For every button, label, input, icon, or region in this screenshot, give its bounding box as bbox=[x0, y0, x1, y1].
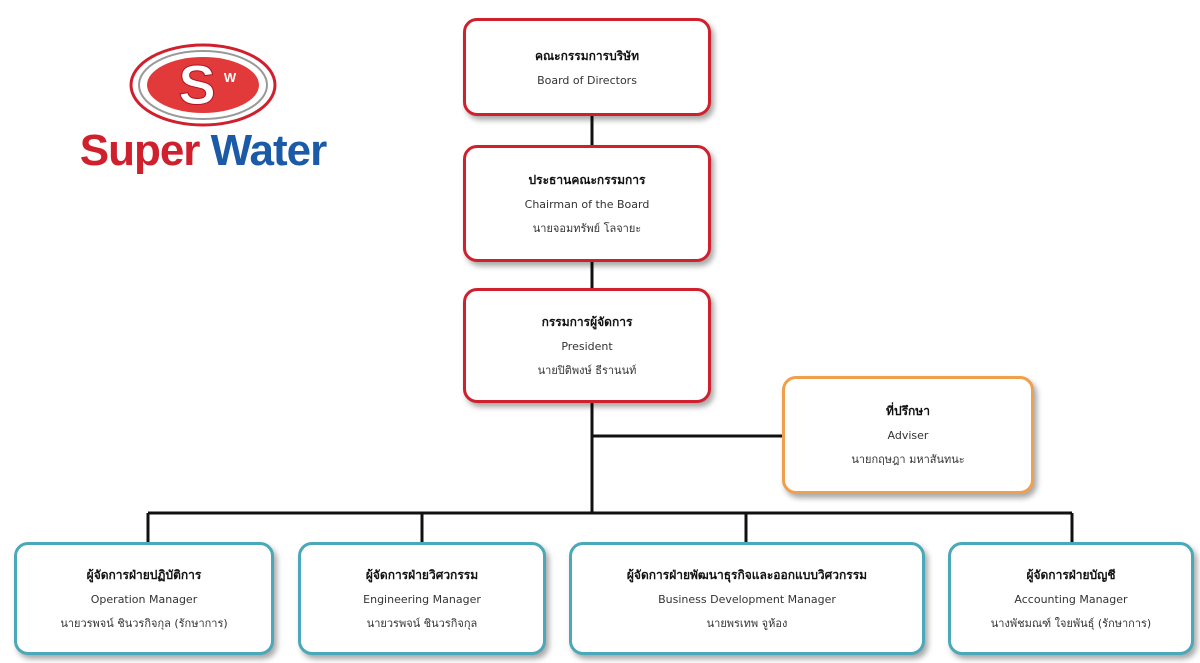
logo-wordmark: Super Water bbox=[78, 126, 328, 176]
manager-title-en: Accounting Manager bbox=[1014, 592, 1128, 606]
president-title-th: กรรมการผู้จัดการ bbox=[541, 314, 633, 329]
adviser-box: ที่ปรึกษา Adviser นายกฤษฎา มหาสันทนะ bbox=[782, 376, 1034, 494]
accounting-manager-box: ผู้จัดการฝ่ายบัญชี Accounting Manager นา… bbox=[948, 542, 1194, 655]
adviser-name: นายกฤษฎา มหาสันทนะ bbox=[851, 453, 965, 466]
adviser-title-th: ที่ปรึกษา bbox=[886, 404, 930, 418]
chairman-title-th: ประธานคณะกรรมการ bbox=[528, 172, 646, 187]
president-box: กรรมการผู้จัดการ President นายปิติพงษ์ ธ… bbox=[463, 288, 711, 403]
board-title-en: Board of Directors bbox=[537, 74, 637, 87]
business-development-manager-box: ผู้จัดการฝ่ายพัฒนาธุรกิจและออกแบบวิศวกรร… bbox=[569, 542, 925, 655]
super-water-logo: S W Super Water bbox=[78, 38, 328, 188]
president-name: นายปิติพงษ์ ธีรานนท์ bbox=[537, 363, 637, 377]
chairman-title-en: Chairman of the Board bbox=[524, 197, 650, 211]
board-of-directors-box: คณะกรรมการบริษัท Board of Directors bbox=[463, 18, 711, 116]
manager-title-th: ผู้จัดการฝ่ายวิศวกรรม bbox=[365, 567, 479, 582]
logo-word-super: Super bbox=[79, 126, 201, 175]
emblem-sub-letter: W bbox=[224, 70, 237, 85]
manager-name: นายพรเทพ จูห้อง bbox=[706, 616, 788, 630]
manager-name: นางพัชมณฑ์ ใจยพันธุ์ (รักษาการ) bbox=[990, 616, 1152, 630]
engineering-manager-box: ผู้จัดการฝ่ายวิศวกรรม Engineering Manage… bbox=[298, 542, 546, 655]
manager-title-th: ผู้จัดการฝ่ายพัฒนาธุรกิจและออกแบบวิศวกรร… bbox=[626, 567, 868, 582]
operation-manager-box: ผู้จัดการฝ่ายปฏิบัติการ Operation Manage… bbox=[14, 542, 274, 655]
manager-title-en: Engineering Manager bbox=[363, 592, 481, 606]
emblem-letter: S bbox=[178, 53, 215, 116]
manager-title-th: ผู้จัดการฝ่ายบัญชี bbox=[1026, 567, 1116, 582]
chairman-box: ประธานคณะกรรมการ Chairman of the Board น… bbox=[463, 145, 711, 262]
board-title-th: คณะกรรมการบริษัท bbox=[534, 49, 639, 63]
manager-name: นายวรพจน์ ชินวรกิจกุล (รักษาการ) bbox=[60, 616, 228, 630]
logo-word-water: Water bbox=[210, 126, 328, 175]
manager-title-th: ผู้จัดการฝ่ายปฏิบัติการ bbox=[86, 567, 202, 582]
president-title-en: President bbox=[561, 339, 613, 353]
manager-name: นายวรพจน์ ชินวรกิจกุล bbox=[366, 616, 478, 630]
manager-title-en: Business Development Manager bbox=[658, 592, 836, 606]
sw-emblem-icon: S W bbox=[129, 43, 277, 127]
manager-title-en: Operation Manager bbox=[90, 592, 198, 606]
chairman-name: นายจอมทรัพย์ โลจายะ bbox=[532, 221, 642, 235]
adviser-title-en: Adviser bbox=[887, 429, 929, 442]
